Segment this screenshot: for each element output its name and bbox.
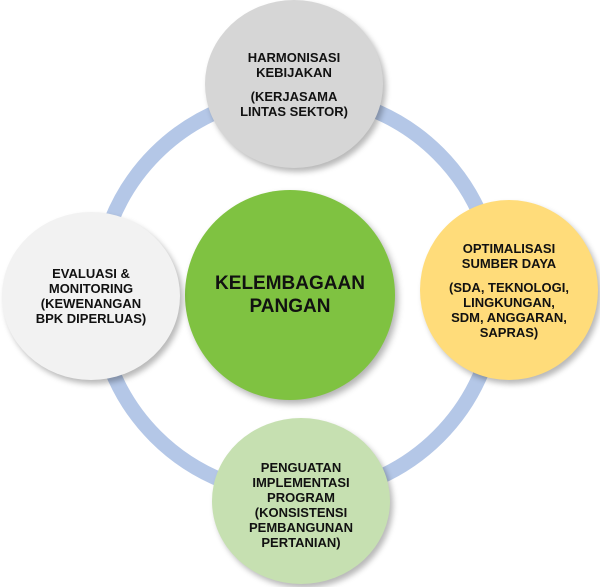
node-detail-line: (KERJASAMA (250, 88, 338, 104)
center-label-line: PANGAN (249, 296, 331, 317)
node-text-line: PERTANIAN) (261, 535, 341, 550)
node-text-line: (KEWENANGAN (40, 296, 142, 311)
node-penguatan-implementasi-program: PENGUATAN IMPLEMENTASI PROGRAM (KONSISTE… (212, 418, 390, 584)
node-title-line: SUMBER DAYA (461, 255, 557, 271)
node-text-line: PENGUATAN (260, 460, 342, 475)
node-text-line: PROGRAM (267, 490, 335, 505)
node-evaluasi-monitoring: EVALUASI & MONITORING (KEWENANGAN BPK DI… (2, 212, 180, 380)
node-title-line: HARMONISASI (247, 49, 341, 65)
node-text-line: EVALUASI & (52, 266, 130, 281)
center-node-kelembagaan-pangan: KELEMBAGAAN PANGAN (185, 190, 395, 400)
node-detail-line: (SDA, TEKNOLOGI, (449, 279, 569, 295)
node-text-line: MONITORING (48, 281, 134, 296)
node-detail-line: LINGKUNGAN, (463, 294, 555, 310)
node-text-line: (KONSISTENSI (254, 505, 348, 520)
center-label-line: KELEMBAGAAN (215, 273, 365, 294)
node-detail-line: LINTAS SEKTOR) (240, 103, 348, 119)
node-title-line: OPTIMALISASI (462, 240, 556, 256)
node-harmonisasi-kebijakan: HARMONISASI KEBIJAKAN (KERJASAMA LINTAS … (205, 0, 383, 168)
node-text-line: BPK DIPERLUAS) (35, 311, 147, 326)
node-text-line: IMPLEMENTASI (252, 475, 350, 490)
node-text-line: PEMBANGUNAN (249, 520, 353, 535)
node-detail-line: SAPRAS) (479, 324, 539, 340)
node-detail-line: SDM, ANGGARAN, (451, 309, 567, 325)
node-optimalisasi-sumber-daya: OPTIMALISASI SUMBER DAYA (SDA, TEKNOLOGI… (420, 200, 598, 380)
node-title-line: KEBIJAKAN (256, 64, 332, 80)
